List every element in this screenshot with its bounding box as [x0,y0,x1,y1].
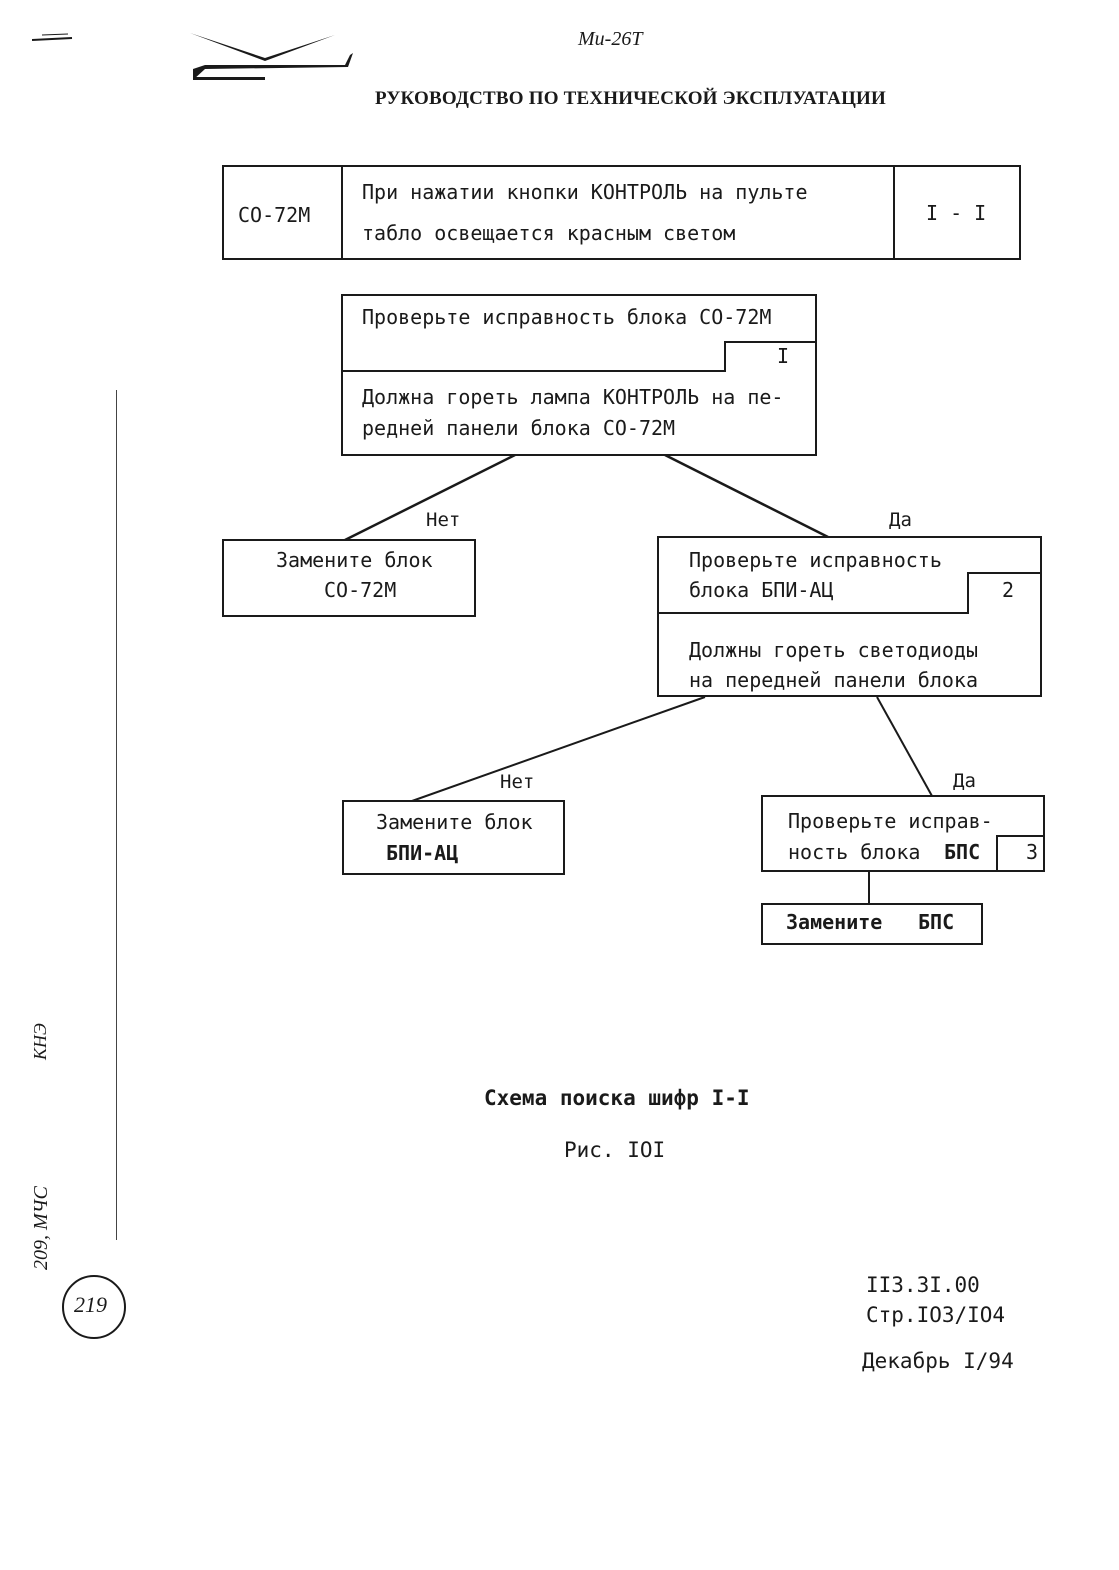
page-stamp-circle [62,1275,126,1339]
step-2-check-line-1: Проверьте исправность [689,548,942,572]
replace-bpi-line-2: БПИ-АЦ [386,841,459,865]
branch-no-label: Нет [426,509,461,531]
connector-no-2 [411,696,706,802]
step-1-separator [341,370,817,372]
table-divider [893,165,895,260]
step-1-check: Проверьте исправность блока СО-72М [362,305,772,329]
replace-co72m-box [222,539,476,617]
step-2-check-line-2: блока БПИ-АЦ [689,578,834,602]
step-2-box [657,536,1042,697]
fault-code-table [222,165,1021,260]
revision-date: Декабрь I/94 [862,1349,1014,1373]
replace-bps-word: Замените [786,910,883,934]
step-1-expect-line-1: Должна гореть лампа КОНТРОЛЬ на пе- [362,385,784,409]
step-2-expect-line-2: на передней панели блока [689,668,978,692]
step-2-number-box [967,572,1042,614]
step-3-number-box [996,835,1045,872]
page-number: Стр.IO3/IO4 [866,1303,1006,1327]
step-3-number: 3 [1026,840,1039,864]
symptom-line-2: табло освещается красным светом [362,221,736,245]
step-3-unit: БПС [944,840,981,864]
branch-yes-label: Да [889,509,912,531]
step-2-number: 2 [1002,578,1015,602]
manufacturer-logo [190,33,353,80]
binding-margin-line [116,390,117,1240]
table-divider [341,165,343,260]
replace-co72m-line-1: Замените блок [276,548,433,572]
replace-co72m-line-2: СО-72М [324,578,397,602]
manual-title: РУКОВОДСТВО ПО ТЕХНИЧЕСКОЙ ЭКСПЛУАТАЦИИ [375,88,887,109]
device-cell: СО-72М [238,203,311,227]
handwritten-note: КНЭ [30,1023,50,1060]
fault-code-cell: I - I [926,201,987,225]
diagram-caption: Схема поиска шифр I-I [484,1086,750,1110]
step-3-check-line-1: Проверьте исправ- [788,809,993,833]
step-3-check-line-2: ность блока [788,840,921,864]
replace-bps-box [761,903,983,945]
replace-bpi-line-1: Замените блок [376,810,533,834]
branch-no-label: Нет [500,771,535,793]
step-1-number: I [777,344,790,368]
step-2-separator [657,612,1042,614]
connector-no-1 [344,453,516,542]
connector-yes-1 [664,453,829,539]
step-2-expect-line-1: Должны гореть светодиоды [689,638,978,662]
page-stamp-number: 219 [74,1292,107,1317]
step-1-expect-line-2: редней панели блока СО-72М [362,416,676,440]
document-code: II3.3I.00 [866,1273,980,1297]
replace-bps-unit: БПС [918,910,955,934]
handwritten-note: 209, МЧС [30,1186,52,1270]
step-1-box [341,294,817,456]
aircraft-designation: Ми-26Т [578,28,643,50]
corner-mark [32,33,73,41]
symptom-line-1: При нажатии кнопки КОНТРОЛЬ на пульте [362,180,808,204]
step-1-number-box [724,341,817,372]
branch-yes-label: Да [953,770,976,792]
replace-bpi-box [342,800,565,875]
figure-number: Рис. IOI [564,1138,666,1162]
connector-yes-2 [876,696,933,797]
